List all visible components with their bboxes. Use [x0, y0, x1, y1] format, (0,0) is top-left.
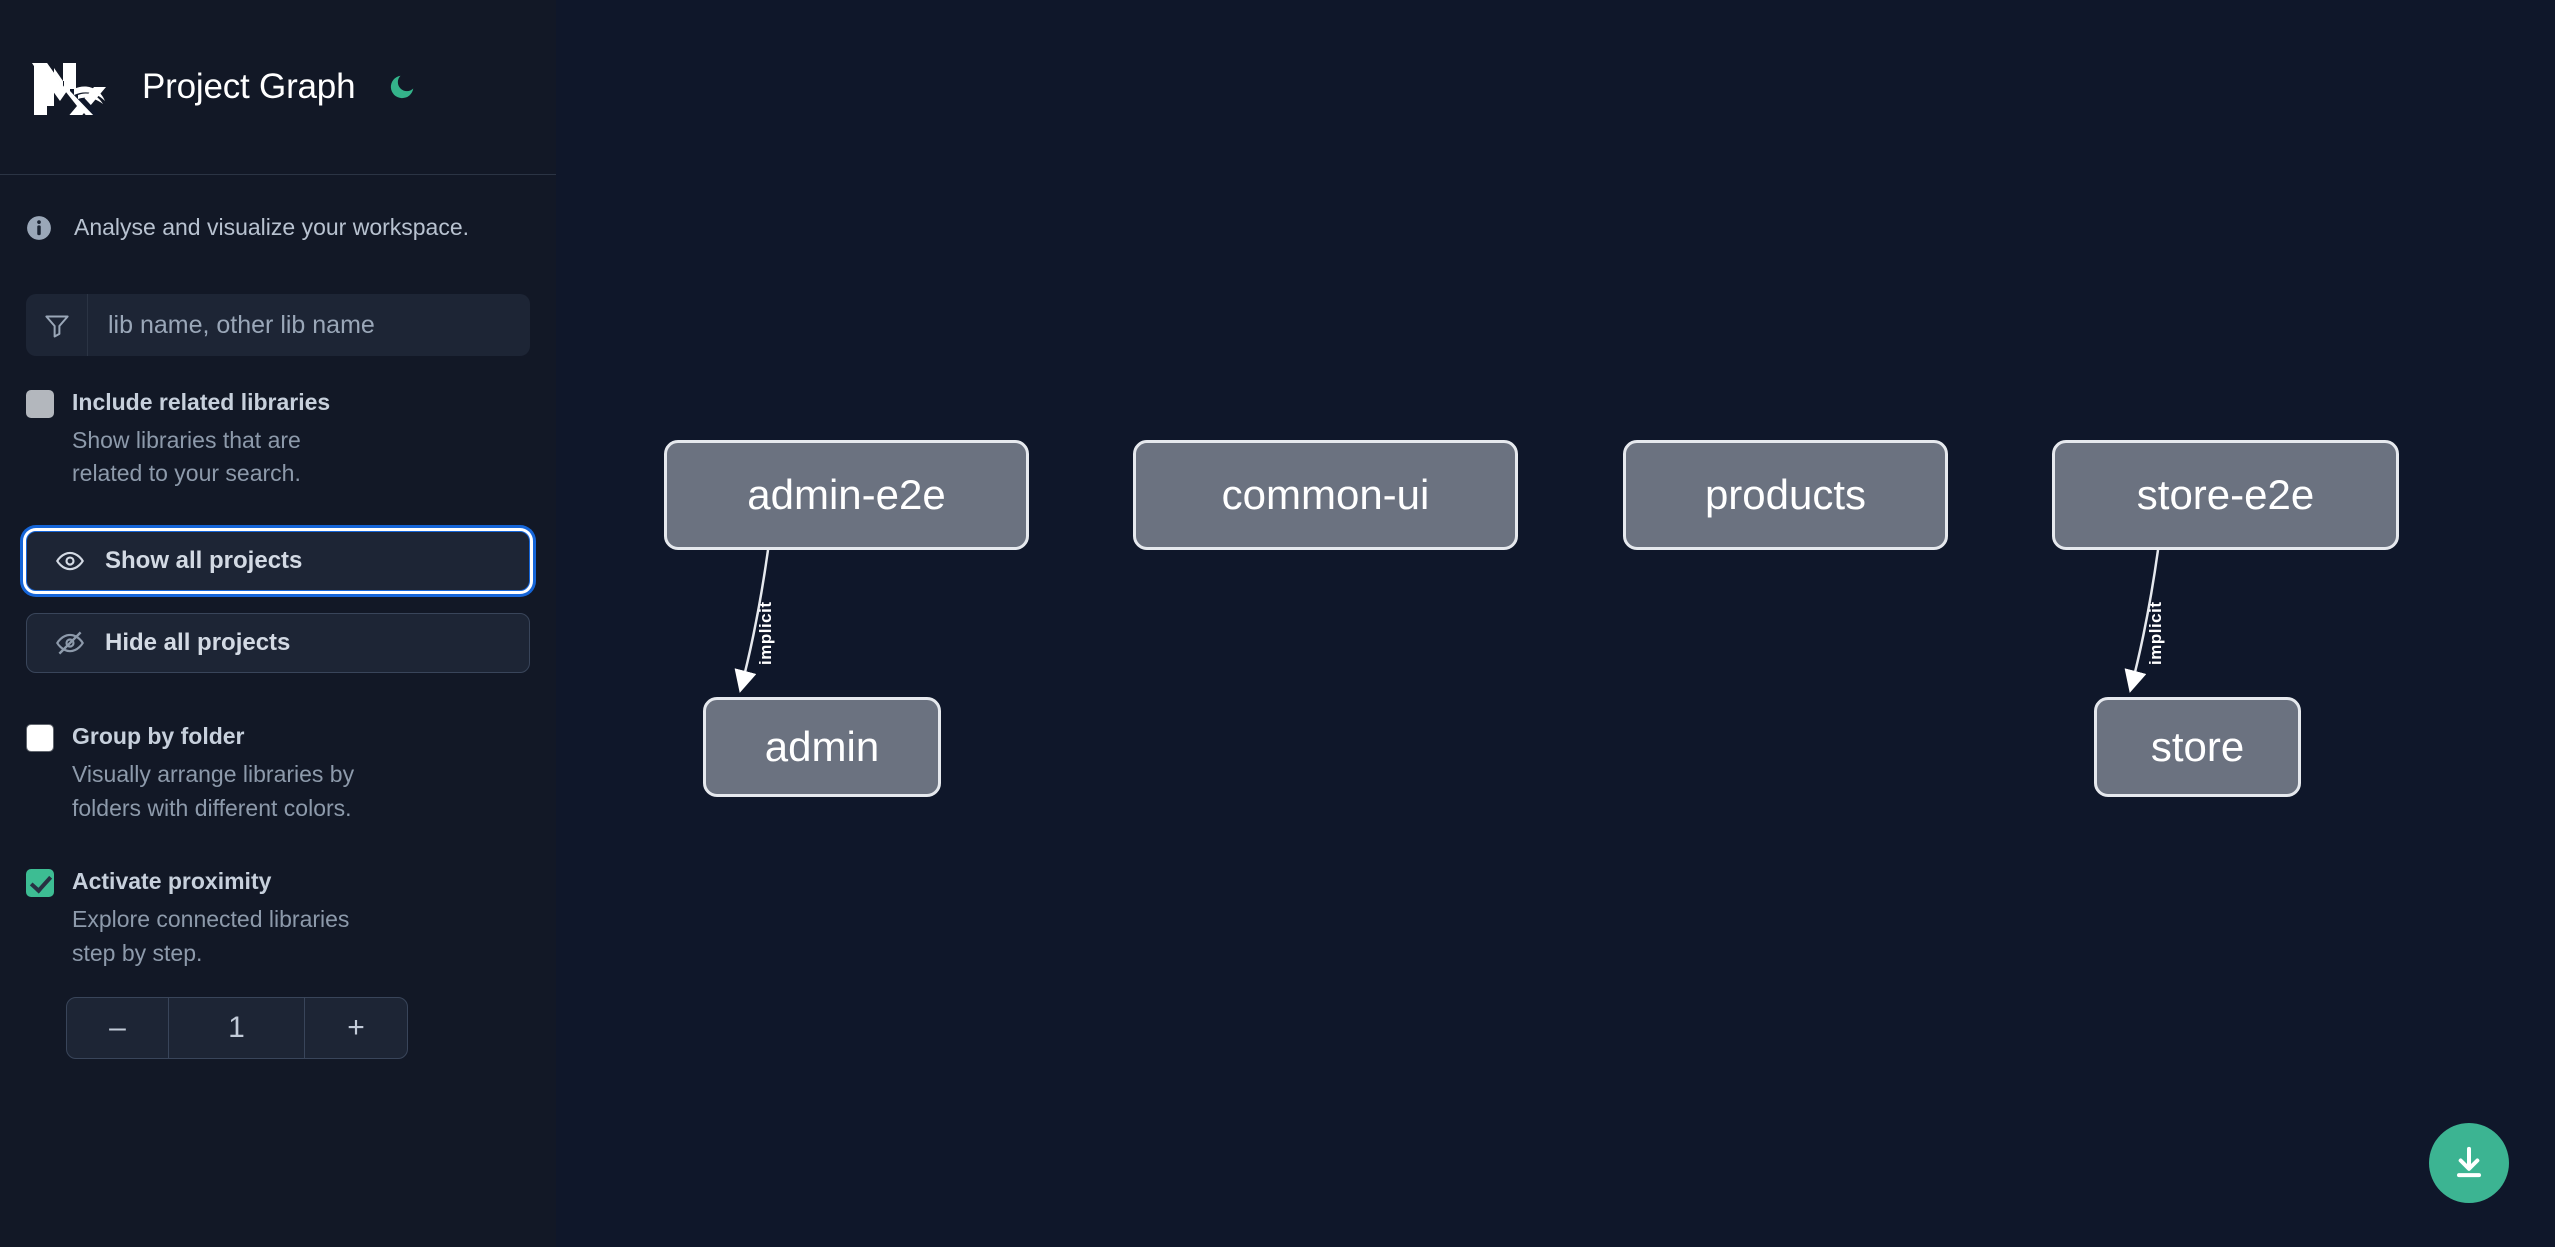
activate-proximity-checkbox[interactable]	[26, 869, 54, 898]
include-related-libraries-description: Show libraries that are related to your …	[72, 426, 301, 487]
group-by-folder-description: Visually arrange libraries by folders wi…	[72, 760, 355, 821]
sidebar-body: Include related libraries Show libraries…	[0, 294, 556, 1059]
activate-proximity-description: Explore connected libraries step by step…	[72, 906, 350, 966]
graph-node-store[interactable]: store	[2094, 697, 2301, 797]
tagline-text: Analyse and visualize your workspace.	[74, 214, 470, 240]
include-related-libraries-checkbox[interactable]	[26, 390, 54, 418]
proximity-decrement-button[interactable]: –	[67, 997, 169, 1058]
filter-icon	[26, 294, 88, 356]
graph-node-products[interactable]: products	[1623, 440, 1948, 550]
proximity-increment-button[interactable]: +	[347, 1010, 365, 1044]
page-title: Project Graph	[142, 67, 356, 106]
proximity-value: 1	[169, 997, 305, 1058]
option-group-by-folder[interactable]: Group by folder Visually arrange librari…	[26, 719, 530, 825]
hide-all-projects-label: Hide all projects	[105, 629, 291, 657]
include-related-libraries-label: Include related libraries	[72, 389, 331, 415]
moon-icon[interactable]	[385, 70, 419, 104]
option-include-related-libraries[interactable]: Include related libraries Show libraries…	[26, 385, 530, 491]
sidebar-header: Project Graph	[0, 0, 556, 175]
option-activate-proximity[interactable]: Activate proximity Explore connected lib…	[26, 864, 530, 970]
graph-edges	[734, 549, 2160, 693]
group-by-folder-label: Group by folder	[72, 723, 245, 750]
download-button[interactable]	[2429, 1123, 2509, 1203]
edge-label-implicit-admin: implicit	[756, 601, 775, 665]
tagline: Analyse and visualize your workspace.	[0, 175, 556, 280]
graph-node-store-e2e[interactable]: store-e2e	[2052, 440, 2399, 550]
hide-all-projects-button[interactable]: Hide all projects	[26, 613, 530, 674]
search-input[interactable]	[88, 294, 530, 356]
proximity-stepper[interactable]: – 1 +	[66, 996, 408, 1059]
sidebar: Project Graph Analyse and visualize your…	[0, 0, 556, 1247]
graph-node-common-ui[interactable]: common-ui	[1133, 440, 1518, 550]
edge-label-implicit-store: implicit	[2146, 601, 2165, 665]
graph-node-admin-e2e[interactable]: admin-e2e	[664, 440, 1029, 550]
nx-logo	[32, 63, 106, 115]
group-by-folder-checkbox[interactable]	[26, 724, 54, 753]
graph-node-admin[interactable]: admin	[703, 697, 941, 797]
eye-icon	[55, 546, 85, 576]
search-field[interactable]	[26, 294, 530, 356]
show-all-projects-button[interactable]: Show all projects	[26, 531, 530, 592]
activate-proximity-label: Activate proximity	[72, 868, 272, 895]
graph-canvas[interactable]: implicit implicit admin-e2e common-ui pr…	[556, 0, 2555, 1247]
download-icon	[2457, 1146, 2481, 1178]
show-all-projects-label: Show all projects	[105, 547, 303, 575]
info-icon	[27, 215, 51, 240]
eye-off-icon	[55, 628, 85, 658]
